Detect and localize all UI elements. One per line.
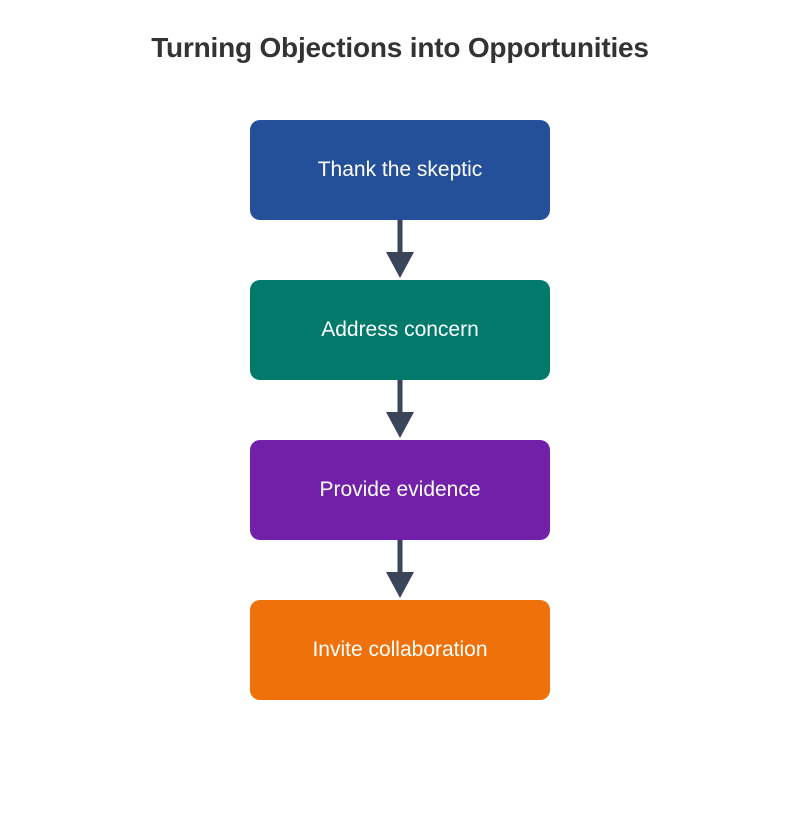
flow-node-address-concern[interactable]: Address concern xyxy=(250,280,550,380)
flow-node-thank-the-skeptic[interactable]: Thank the skeptic xyxy=(250,120,550,220)
flow-node-label: Thank the skeptic xyxy=(317,158,483,181)
flow-node-label: Invite collaboration xyxy=(312,638,488,661)
page-title: Turning Objections into Opportunities xyxy=(151,32,649,63)
flow-node-provide-evidence[interactable]: Provide evidence xyxy=(250,440,550,540)
flow-connector-2 xyxy=(250,380,550,440)
flow-connector-3 xyxy=(250,540,550,600)
flow-connector-1 xyxy=(250,220,550,280)
flow-node-label: Address concern xyxy=(321,318,479,341)
flowchart: Thank the skeptic Address concern Provid… xyxy=(250,120,550,700)
flow-node-label: Provide evidence xyxy=(319,478,481,501)
flow-node-invite-collaboration[interactable]: Invite collaboration xyxy=(250,600,550,700)
